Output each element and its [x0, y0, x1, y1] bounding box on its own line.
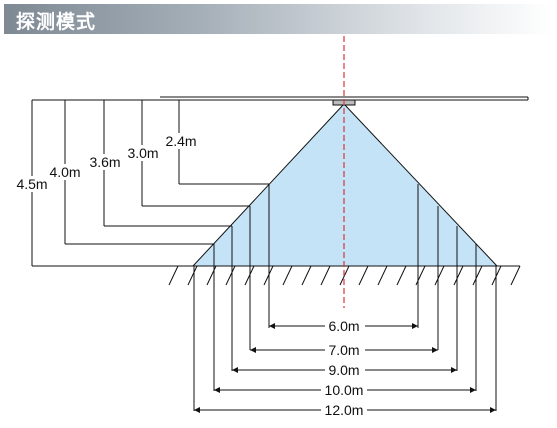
hatch-mark	[472, 265, 483, 286]
height-label-4-5: 4.5m	[16, 176, 47, 192]
hatch-mark	[206, 265, 217, 286]
hatch-mark	[282, 265, 293, 286]
page-title: 探测模式	[16, 11, 97, 33]
title-bar: 探测模式	[4, 4, 553, 34]
width-label-9-0: 9.0m	[328, 362, 359, 378]
hatch-mark	[396, 265, 407, 286]
hatch-mark	[434, 265, 445, 286]
detection-cone	[191, 103, 499, 267]
height-4-0-dimension	[64, 100, 215, 286]
hatch-mark	[415, 265, 426, 286]
width-label-10-0: 10.0m	[325, 382, 364, 398]
hatch-mark	[225, 265, 236, 286]
hatch-mark	[453, 265, 464, 286]
height-label-4-0: 4.0m	[49, 164, 80, 180]
height-label-3-0: 3.0m	[127, 145, 158, 161]
height-label-3-6: 3.6m	[89, 154, 120, 170]
hatch-mark	[377, 265, 388, 286]
hatch-mark	[168, 265, 179, 286]
hatch-mark	[358, 265, 369, 286]
width-label-6-0: 6.0m	[328, 318, 359, 334]
height-label-2-4: 2.4m	[165, 133, 196, 149]
hatch-mark	[510, 265, 521, 286]
width-label-12-0: 12.0m	[325, 402, 364, 418]
hatch-mark	[187, 265, 198, 286]
hatch-mark	[320, 265, 331, 286]
width-label-7-0: 7.0m	[328, 342, 359, 358]
hatch-mark	[301, 265, 312, 286]
